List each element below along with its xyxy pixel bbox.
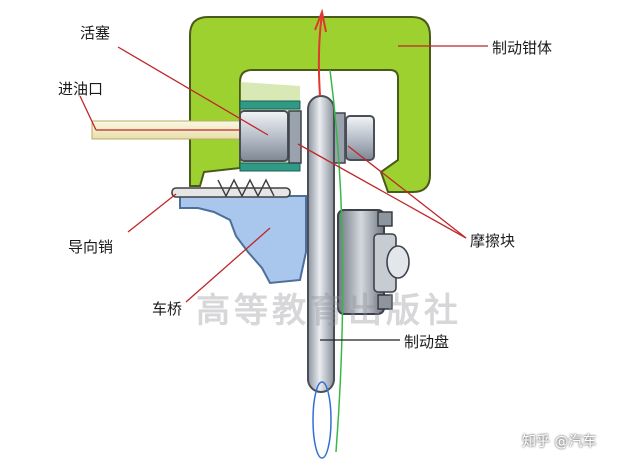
- credit-watermark: 知乎 @汽车: [522, 434, 597, 450]
- piston: [239, 110, 289, 162]
- label-axle: 车桥: [152, 300, 183, 318]
- disc-rotation-blue: [312, 381, 332, 459]
- brake-disc: [307, 95, 335, 393]
- caliper-body: [189, 16, 431, 193]
- label-oil-inlet: 进油口: [58, 80, 104, 98]
- label-brake-disc: 制动盘: [404, 333, 450, 351]
- inner-friction-pad: [288, 110, 302, 164]
- piston-seal-top: [239, 100, 301, 110]
- disc-rotation-arrow-red: [314, 8, 327, 33]
- hub-cap: [386, 245, 410, 279]
- leader-axle: [185, 227, 271, 303]
- leader-guide-pin: [127, 193, 177, 233]
- label-caliper-body: 制动钳体: [492, 39, 553, 57]
- leader-oil-inlet: [79, 95, 97, 131]
- outer-pad-backing: [345, 115, 375, 161]
- leader-friction-pad-1: [297, 143, 467, 239]
- wheel-bolt-bottom: [377, 294, 393, 310]
- leader-friction-pad-2: [347, 145, 467, 239]
- label-friction-pad: 摩擦块: [470, 232, 516, 250]
- disc-rotation-red: [317, 13, 323, 97]
- label-piston: 活塞: [80, 24, 111, 42]
- label-guide-pin: 导向销: [68, 238, 114, 256]
- guide-pin-boot: [217, 178, 275, 198]
- disc-rotation-green: [329, 69, 344, 453]
- wheel-bolt-top: [377, 211, 393, 227]
- piston-seal-bottom: [239, 162, 301, 172]
- leader-piston: [117, 46, 269, 136]
- watermark-text: 高等教育出版社: [196, 291, 462, 331]
- axle-body: [179, 195, 307, 285]
